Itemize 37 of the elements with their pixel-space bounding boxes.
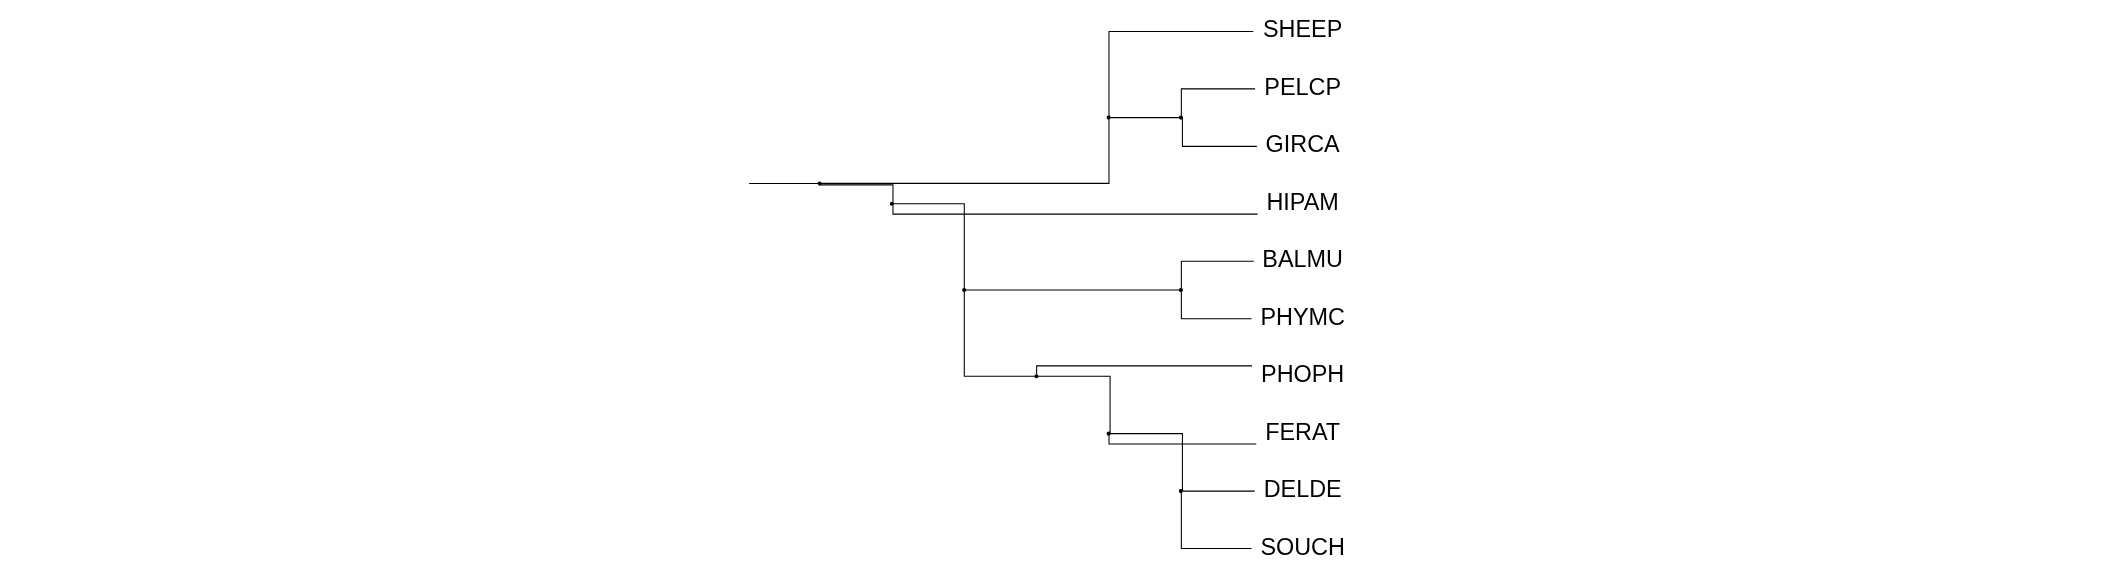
node-point (1106, 115, 1111, 120)
connector (1108, 30, 1254, 117)
node-point (1034, 374, 1039, 379)
connector (1109, 433, 1183, 492)
node-point (1178, 115, 1183, 120)
node-text: BALMU (1262, 246, 1343, 273)
connector (1180, 291, 1253, 320)
connector (820, 118, 1110, 184)
node-text: GIRCA (1265, 131, 1340, 158)
node-text: PHOPH (1261, 361, 1345, 388)
node-text: SHEEP (1262, 16, 1343, 43)
node-text: FERAT (1265, 418, 1341, 445)
connector (1036, 365, 1253, 376)
connector (893, 203, 965, 289)
connector (965, 289, 1180, 291)
connector (1108, 434, 1257, 445)
node-text: HIPAM (1266, 188, 1339, 215)
connector (1182, 490, 1256, 492)
node-point (817, 181, 822, 186)
connector (1181, 117, 1258, 147)
connector (820, 184, 894, 204)
node-text: PELCP (1264, 73, 1342, 100)
node-point (889, 201, 894, 206)
node-text: SOUCH (1260, 533, 1345, 560)
connector (892, 204, 1259, 215)
connector (1180, 260, 1255, 289)
connector (1180, 88, 1256, 117)
node-text: DELDE (1263, 476, 1342, 503)
node-point (1178, 489, 1183, 494)
connector (748, 183, 819, 185)
connector (1109, 117, 1180, 119)
node-text: PHYMC (1260, 303, 1345, 330)
node-point (1178, 287, 1183, 293)
connector (1180, 492, 1253, 550)
node-point (962, 287, 967, 293)
connector (963, 291, 1036, 377)
node-point (1106, 431, 1111, 436)
